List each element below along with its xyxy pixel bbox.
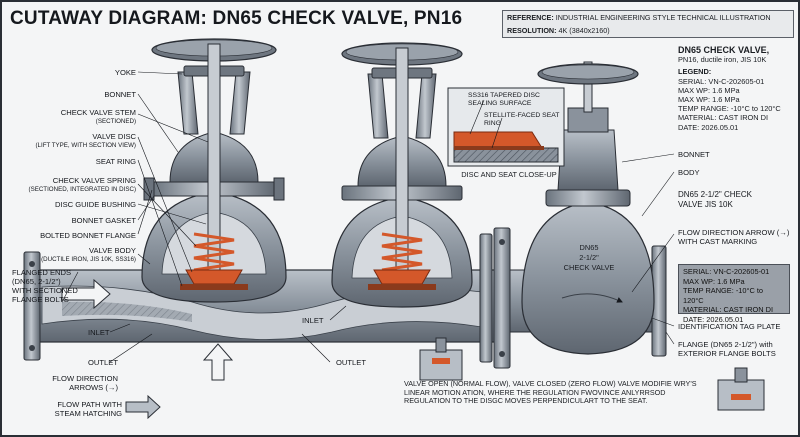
- closeup-stellite-face: [454, 146, 544, 150]
- flow-arrows: [61, 278, 234, 420]
- label-bolted-bonnet-flange: BOLTED BONNET FLANGE: [40, 231, 136, 240]
- left-yoke-arm: [229, 71, 251, 135]
- reference-value: INDUSTRIAL ENGINEERING STYLE TECHNICAL I…: [555, 13, 771, 22]
- right-flange-b: [493, 227, 511, 369]
- closeup-inset: [447, 87, 565, 167]
- label-outlet-left: OUTLET: [88, 358, 118, 367]
- leader-lines: [61, 71, 675, 363]
- label-inlet-left: INLET: [88, 328, 110, 337]
- reference-box: REFERENCE: INDUSTRIAL ENGINEERING STYLE …: [502, 10, 794, 38]
- left-check-spring: [193, 232, 235, 272]
- right-bonnet-flange: [545, 189, 631, 207]
- page-title: CUTAWAY DIAGRAM: DN65 CHECK VALVE, PN16: [10, 8, 463, 29]
- tag-line: TEMP RANGE: -10°C to 120°C: [683, 286, 764, 305]
- thumb-open-bonnet: [435, 337, 447, 353]
- right-valve-exterior: [509, 61, 667, 357]
- label-valve-body: VALVE BODY(DUCTILE IRON, JIS 10K, SS316): [41, 246, 136, 263]
- middle-valve-disc: [373, 269, 431, 285]
- cast-flow-arrow: [561, 293, 623, 303]
- label-check-valve-spring: CHECK VALVE SPRING(SECTIONED, INTEGRATED…: [28, 176, 136, 193]
- right-flange-a: [479, 233, 493, 363]
- left-yoke-arm: [177, 71, 199, 135]
- tag-line: MAX WP: 1.6 MPa: [683, 276, 745, 286]
- label-tag-plate: IDENTIFICATION TAG PLATE: [678, 322, 781, 331]
- middle-yoke-arm: [415, 73, 437, 139]
- label-flow-path: FLOW PATH WITH STEAM HATCHING: [54, 400, 122, 418]
- closeup-disc: [453, 131, 543, 149]
- left-flange: [23, 251, 41, 361]
- thumb-open-disc: [432, 358, 450, 364]
- body-marking-line1: DN65: [580, 243, 599, 252]
- flange-bolt: [499, 351, 505, 357]
- middle-valve-stem: [395, 47, 409, 275]
- legend-panel: DN65 CHECK VALVE, PN16, ductile iron, JI…: [678, 45, 796, 132]
- legend-item: MATERIAL: CAST IRON DI: [678, 113, 769, 123]
- thumb-open-body: [419, 349, 463, 381]
- legend-flow-arrow: [125, 394, 161, 420]
- tag-line: SERIAL: VN-C-202605-01: [683, 267, 770, 276]
- label-bonnet: BONNET: [104, 90, 136, 99]
- label-check-valve-stem: CHECK VALVE STEM(SECTIONED): [60, 108, 136, 125]
- label-right-flange: FLANGE (DN65 2-1/2") with EXTERIOR FLANG…: [678, 340, 776, 358]
- label-outlet-mid: OUTLET: [336, 358, 366, 367]
- right-bonnet: [557, 129, 619, 191]
- tag-line: MATERIAL: CAST IRON DI: [683, 305, 774, 315]
- label-flow-direction: FLOW DIRECTION ARROWS (→): [52, 374, 118, 392]
- label-seat-ring: SEAT RING: [95, 157, 136, 166]
- closeup-callout-disc: SS316 TAPERED DISC SEALING SURFACE: [468, 92, 540, 107]
- legend-item: MAX WP: 1.6 MPa: [678, 95, 740, 105]
- middle-seat-ring: [368, 284, 436, 290]
- resolution-value: 4K (3840x2160): [558, 26, 610, 35]
- left-seat-ring: [180, 284, 248, 290]
- legend-item: TEMP RANGE: -10°C to 120°C: [678, 104, 781, 114]
- label-right-bonnet: BONNET: [678, 150, 710, 159]
- reference-label: REFERENCE:: [507, 13, 554, 22]
- label-flanged-ends: FLANGED ENDS (DN65, 2-1/2") WITH SECTION…: [12, 268, 78, 304]
- label-disc-guide-bushing: DISC GUIDE BUSHING: [54, 200, 136, 209]
- valve-closed-thumbnail: [717, 367, 765, 411]
- legend-item: SERIAL: VN-C-202605-01: [678, 76, 765, 86]
- closeup-callout-seat: STELLITE-FACED SEAT RING: [484, 112, 560, 127]
- middle-yoke-arm: [367, 73, 389, 139]
- flange-bolt: [499, 239, 505, 245]
- valve-open-thumbnail: [419, 337, 463, 381]
- body-marking-line3: CHECK VALVE: [564, 263, 615, 272]
- closeup-caption: DISC AND SEAT CLOSE-UP: [461, 170, 557, 179]
- body-marking-line2: 2-1/2": [579, 253, 599, 262]
- legend-title: LEGEND:: [678, 67, 712, 77]
- label-right-body: BODY: [678, 168, 700, 177]
- thumb-closed-disc: [731, 394, 751, 400]
- middle-check-spring: [381, 232, 423, 272]
- right-handwheel-rim: [541, 64, 635, 80]
- label-valve-disc: VALVE DISC(LIFT TYPE, WITH SECTION VIEW): [35, 132, 137, 149]
- left-valve-disc: [185, 269, 243, 285]
- label-right-flow-arrow: FLOW DIRECTION ARROW (→) WITH CAST MARKI…: [678, 228, 790, 246]
- tag-line: DATE: 2026.05.01: [683, 314, 744, 324]
- label-bonnet-gasket: BONNET GASKET: [71, 216, 136, 225]
- right-valve-body: [521, 201, 655, 355]
- closeup-seat: [453, 147, 559, 163]
- label-right-model: DN65 2-1/2" CHECK VALVE JIS 10K: [678, 190, 752, 209]
- thumb-closed-bonnet: [734, 367, 748, 383]
- operation-note: VALVE OPEN (NORMAL FLOW), VALVE CLOSED (…: [404, 379, 697, 406]
- flange-bolt: [29, 345, 35, 351]
- resolution-label: RESOLUTION:: [507, 26, 557, 35]
- legend-subheading: PN16, ductile iron, JIS 10K: [678, 55, 767, 65]
- left-valve-cutaway: [141, 38, 287, 303]
- upward-flow-arrow: [202, 343, 234, 381]
- legend-item: MAX WP: 1.6 MPa: [678, 85, 740, 95]
- middle-valve-cutaway: [331, 42, 473, 308]
- inlet-flow-arrow: [61, 278, 111, 310]
- right-stem: [583, 61, 593, 113]
- legend-item: DATE: 2026.05.01: [678, 122, 739, 132]
- left-bonnet-bolt: [273, 177, 285, 201]
- label-inlet-mid: INLET: [302, 316, 324, 325]
- flange-bolt: [29, 261, 35, 267]
- identification-tag-plate: SERIAL: VN-C-202605-01 MAX WP: 1.6 MPa T…: [678, 264, 790, 324]
- label-yoke: YOKE: [114, 68, 136, 77]
- legend-heading: DN65 CHECK VALVE,: [678, 45, 770, 55]
